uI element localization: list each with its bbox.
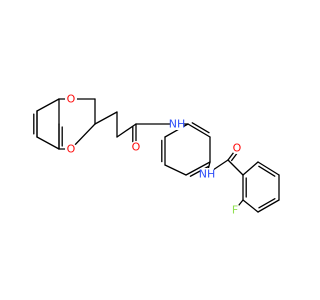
bond-21 [164, 123, 189, 138]
bond-layer [33, 98, 280, 213]
atom-o-ring-bottom: O [65, 143, 77, 156]
bond-39 [257, 199, 280, 213]
atom-f-label: F [232, 204, 238, 217]
bond-25 [185, 161, 211, 176]
atom-n-amide-2-label: NH [199, 168, 216, 181]
bond-2 [36, 136, 60, 150]
atom-n-amide-2: NH [199, 168, 216, 181]
atom-n-amide-1: NH [169, 118, 186, 131]
atom-o-carbonyl-1: O [130, 141, 142, 154]
bond-24 [164, 164, 187, 176]
bond-28 [187, 123, 211, 138]
bond-29 [191, 122, 210, 134]
atom-o-ring-bottom-label: O [67, 143, 76, 156]
bond-40 [258, 198, 276, 209]
atom-n-amide-1-label: NH [169, 118, 186, 131]
atom-o-carbonyl-2: O [231, 142, 243, 155]
bond-41 [242, 199, 259, 213]
atom-label-layer: O O O NH NH O F [65, 93, 243, 217]
molecule-structure: O O O NH NH O F [33, 93, 280, 217]
atom-o-ring-top: O [65, 93, 77, 106]
atom-o-carbonyl-1-label: O [132, 141, 141, 154]
bond-35 [242, 161, 259, 176]
atom-f: F [229, 204, 241, 217]
bond-36 [257, 161, 280, 176]
bond-34 [227, 159, 244, 176]
atom-o-carbonyl-2-label: O [233, 142, 242, 155]
atom-o-ring-top-label: O [67, 93, 76, 106]
bond-0 [36, 98, 60, 112]
bond-14 [94, 111, 118, 125]
bond-37 [258, 165, 276, 177]
